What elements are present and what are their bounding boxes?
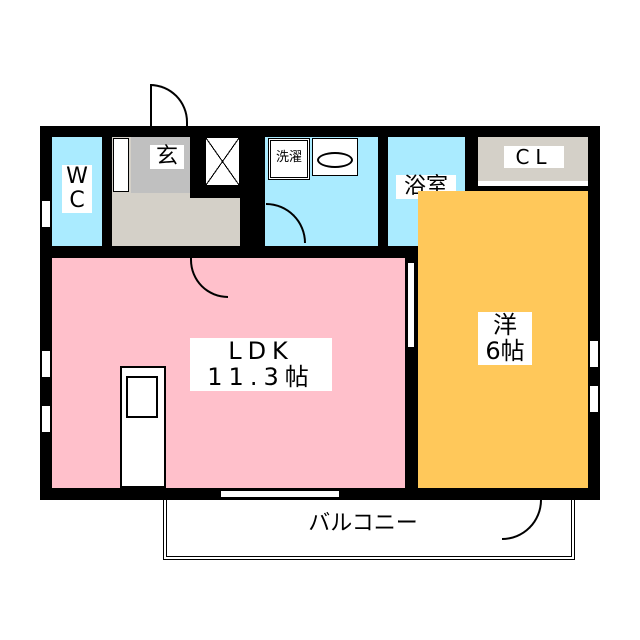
balcony-label: バルコニー bbox=[288, 511, 438, 537]
sliding-door-ldk-western[interactable] bbox=[407, 262, 415, 348]
wc-label-w: W bbox=[66, 164, 88, 189]
window-left-2 bbox=[41, 405, 51, 433]
entrance-label: 玄 bbox=[150, 144, 184, 170]
western-upper bbox=[478, 191, 588, 261]
window-left-1 bbox=[41, 350, 51, 378]
balcony bbox=[163, 500, 575, 560]
ldk-label-1: LDK bbox=[228, 337, 294, 365]
closet-label: CL bbox=[504, 146, 564, 168]
western-label-2: 6帖 bbox=[485, 337, 525, 366]
wc-label-c: C bbox=[69, 188, 85, 214]
kitchen-sink bbox=[126, 376, 158, 418]
ldk-label-2: 11.3帖 bbox=[207, 363, 315, 392]
laundry-label: 洗濯 bbox=[275, 150, 302, 165]
window-right-1 bbox=[589, 340, 599, 368]
window-wc bbox=[41, 200, 51, 228]
entry-door-swing[interactable] bbox=[150, 84, 188, 126]
window-right-2 bbox=[589, 385, 599, 413]
western-label-1: 洋 bbox=[493, 311, 517, 339]
laundry-box bbox=[268, 138, 310, 180]
storage-x-box bbox=[205, 137, 240, 186]
balcony-window[interactable] bbox=[220, 490, 340, 498]
shoe-cabinet bbox=[113, 138, 129, 192]
sink-basin bbox=[317, 152, 353, 168]
